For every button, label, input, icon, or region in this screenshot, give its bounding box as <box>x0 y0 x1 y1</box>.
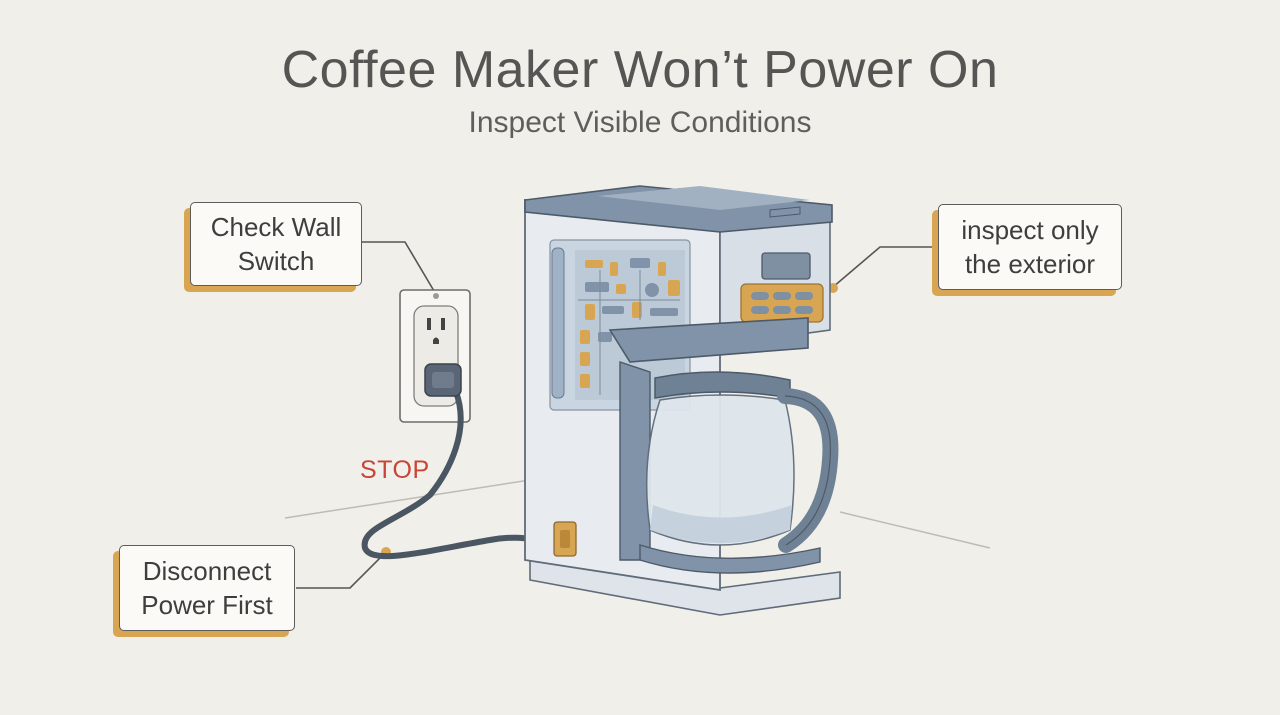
stop-warning-label: STOP <box>360 456 430 484</box>
callout-inspect-exterior: inspect only the exterior <box>938 204 1122 290</box>
callout-text: Disconnect Power First <box>141 556 273 620</box>
callout-check-wall-switch: Check Wall Switch <box>190 202 362 286</box>
page-subtitle: Inspect Visible Conditions <box>468 106 812 139</box>
counter-lines <box>284 479 991 549</box>
page-title: Coffee Maker Won’t Power On <box>281 41 999 99</box>
callout-text: Check Wall Switch <box>210 212 342 276</box>
circuit-board <box>575 250 685 400</box>
power-cord <box>361 363 548 560</box>
leader-lines <box>296 241 938 589</box>
coffee-maker <box>524 185 841 616</box>
callout-text: inspect only the exterior <box>961 215 1099 279</box>
carafe <box>645 371 839 553</box>
callout-disconnect-power: Disconnect Power First <box>119 545 295 631</box>
